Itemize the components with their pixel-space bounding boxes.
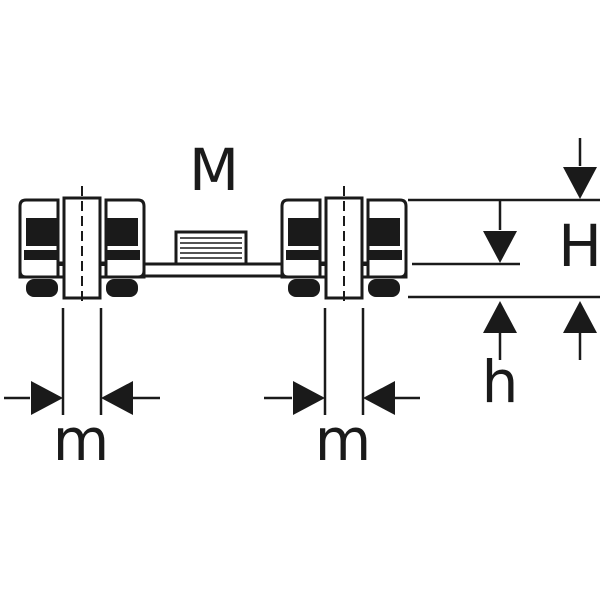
label-total-height: H [558, 212, 600, 280]
width-dimension-right [264, 381, 420, 415]
label-width-left: m [53, 406, 110, 474]
label-width-right: m [315, 406, 372, 474]
label-thread: M [189, 136, 239, 204]
height-extension-lines [408, 198, 600, 299]
threaded-nut [174, 230, 248, 266]
label-base-height: h [482, 348, 519, 416]
right-clamp [280, 184, 408, 308]
width-dimension-left [4, 381, 160, 415]
left-clamp [18, 184, 146, 308]
base-height-dimension [483, 200, 517, 360]
total-height-dimension [563, 138, 597, 360]
width-extension-lines [61, 308, 365, 415]
